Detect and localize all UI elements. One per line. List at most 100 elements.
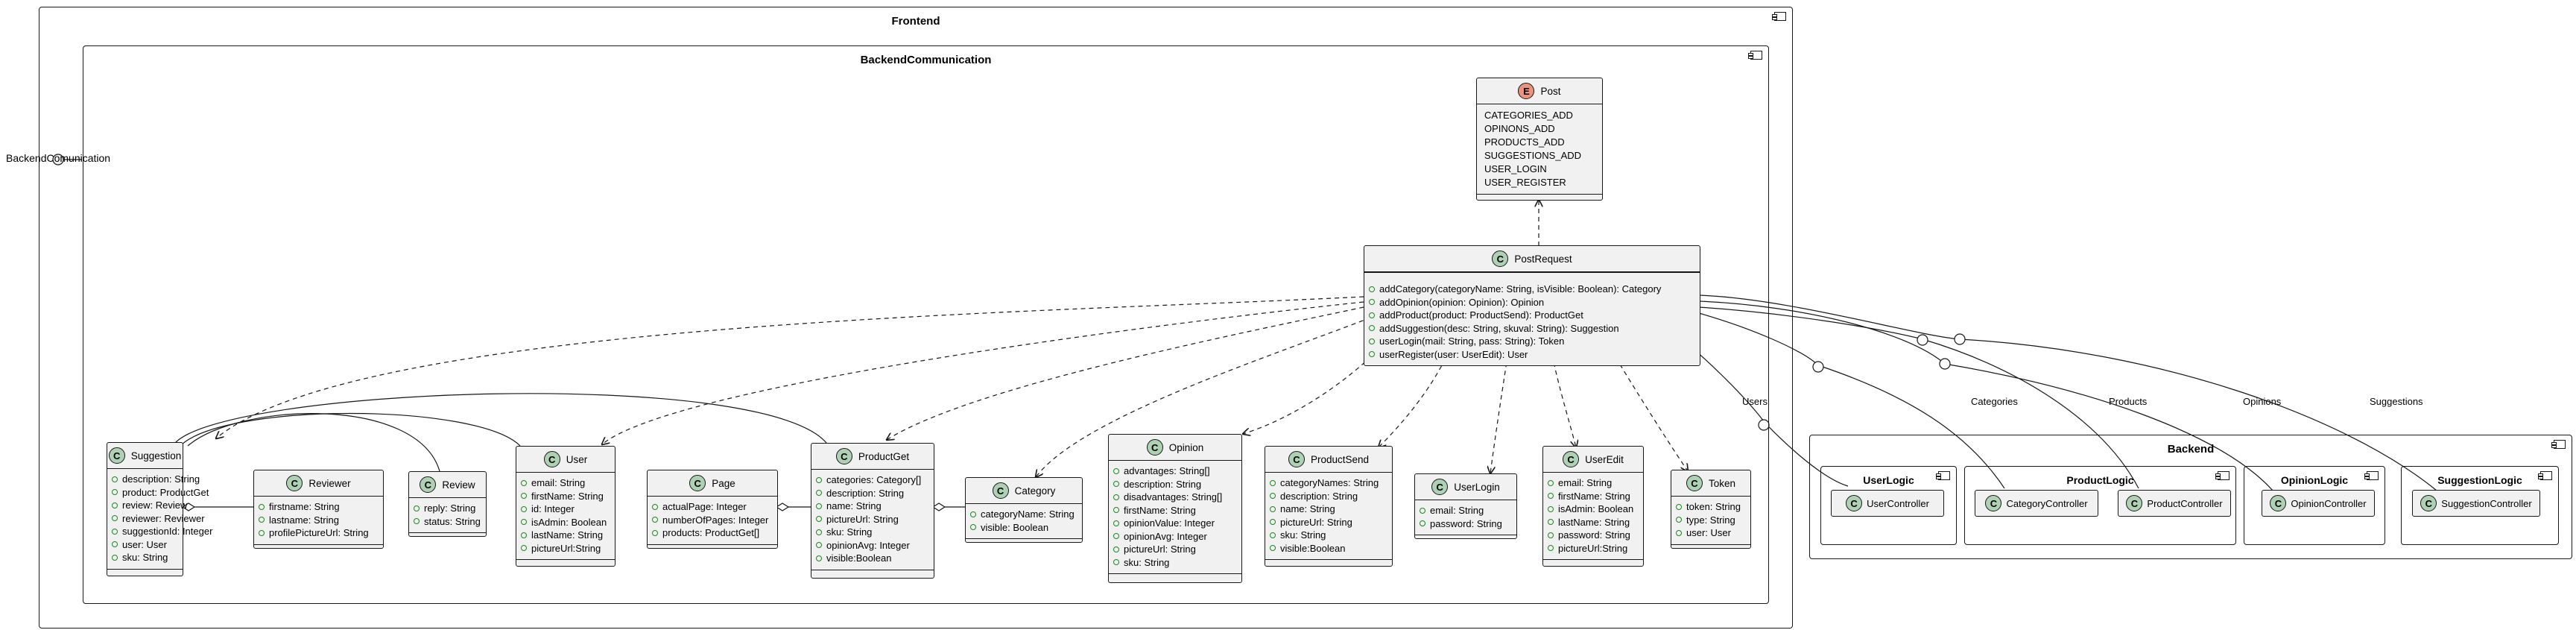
attribute: visible: Boolean <box>970 521 1077 535</box>
package-backend-title: Backend <box>2167 443 2215 456</box>
class-review-footer <box>409 532 486 539</box>
public-visibility-icon <box>1548 532 1554 538</box>
class-reviewer-footer <box>254 544 383 551</box>
attribute: categoryNames: String <box>1270 476 1387 490</box>
attribute-text: firstName: String <box>1558 490 1630 502</box>
public-visibility-icon <box>1270 505 1276 512</box>
aggregation-diamond-category <box>931 503 946 511</box>
class-productsend[interactable]: C ProductSend categoryNames: String desc… <box>1265 446 1393 567</box>
attribute-text: visible: Boolean <box>981 521 1049 533</box>
attribute-text: name: String <box>1280 503 1335 514</box>
class-userlogin-header: C UserLogin <box>1415 474 1516 500</box>
class-token[interactable]: C Token token: String type: String user:… <box>1671 470 1751 549</box>
public-visibility-icon <box>1113 533 1119 540</box>
attribute-text: password: String <box>1430 517 1502 529</box>
interface-label: BackendComunication <box>6 152 111 164</box>
attribute: type: String <box>1676 514 1746 527</box>
attribute: pictureUrl: String <box>816 513 929 526</box>
public-visibility-icon <box>112 515 118 522</box>
package-opinionlogic: OpinionLogic <box>2244 466 2385 545</box>
class-token-name: Token <box>1708 477 1736 489</box>
public-visibility-icon <box>1548 479 1554 486</box>
public-visibility-icon <box>1548 493 1554 500</box>
component-user-controller[interactable]: C UserController <box>1831 490 1944 517</box>
class-user-attrs: email: String firstName: String id: Inte… <box>516 473 615 559</box>
method: addCategory(categoryName: String, isVisi… <box>1369 283 1695 296</box>
class-reviewer[interactable]: C Reviewer firstname: String lastname: S… <box>253 470 384 549</box>
class-suggestion-footer <box>107 568 183 576</box>
attribute-text: email: String <box>1558 477 1613 488</box>
attribute-text: opinionAvg: Integer <box>1124 530 1207 542</box>
enum-value: OPINONS_ADD <box>1484 123 1555 134</box>
attribute-text: reviewer: Reviewer <box>122 512 205 524</box>
public-visibility-icon <box>259 529 265 536</box>
public-visibility-icon <box>521 545 527 552</box>
component-suggestion-controller[interactable]: C SuggestionController <box>2412 490 2540 517</box>
attribute: name: String <box>1270 503 1387 516</box>
class-suggestion[interactable]: C Suggestion description: String product… <box>107 442 212 576</box>
component-product-controller[interactable]: C ProductController <box>2118 490 2231 517</box>
attribute: categories: Category[] <box>816 473 929 487</box>
attribute-text: review: Review <box>122 500 188 511</box>
class-userlogin-footer <box>1415 535 1516 541</box>
component-category-controller[interactable]: C CategoryController <box>1975 490 2098 517</box>
attribute-text: email: String <box>531 477 586 488</box>
public-visibility-icon <box>1369 338 1375 344</box>
class-useredit[interactable]: C UserEdit email: String firstName: Stri… <box>1542 446 1644 567</box>
public-visibility-icon <box>1113 507 1119 514</box>
attribute-text: firstName: String <box>531 490 604 502</box>
class-token-header: C Token <box>1671 470 1750 497</box>
enum-badge-icon: E <box>1518 83 1535 99</box>
enum-value: SUGGESTIONS_ADD <box>1484 150 1582 161</box>
attribute: pictureUrl:String <box>521 542 610 555</box>
class-opinion[interactable]: C Opinion advantages: String[] descripti… <box>1108 434 1242 583</box>
public-visibility-icon <box>1369 286 1375 292</box>
class-postrequest[interactable]: C PostRequest addCategory(categoryName: … <box>1364 245 1700 366</box>
class-productget[interactable]: C ProductGet categories: Category[] desc… <box>811 443 934 579</box>
class-category-attrs: categoryName: String visible: Boolean <box>966 504 1082 538</box>
class-user[interactable]: C User email: String firstName: String i… <box>516 446 615 567</box>
attribute: description: String <box>1270 490 1387 503</box>
class-userlogin[interactable]: C UserLogin email: String password: Stri… <box>1414 473 1517 539</box>
public-visibility-icon <box>970 511 976 517</box>
class-review[interactable]: C Review reply: String status: String <box>408 471 487 537</box>
class-badge-icon: C <box>286 475 303 491</box>
class-category-footer <box>966 538 1082 545</box>
public-visibility-icon <box>1270 532 1276 538</box>
public-visibility-icon <box>816 476 822 483</box>
enum-value: PRODUCTS_ADD <box>1484 136 1565 148</box>
class-postrequest-methods: addCategory(categoryName: String, isVisi… <box>1364 279 1700 365</box>
public-visibility-icon <box>1548 505 1554 512</box>
class-productsend-attrs: categoryNames: String description: Strin… <box>1265 473 1392 559</box>
attribute: password: String <box>1548 529 1639 542</box>
enum-post[interactable]: E Post CATEGORIES_ADD OPINONS_ADD PRODUC… <box>1476 78 1603 201</box>
class-badge-icon: C <box>1563 451 1580 467</box>
attribute-text: sku: String <box>1124 556 1170 568</box>
package-userlogic-title: UserLogic <box>1863 474 1914 486</box>
attribute-text: sku: String <box>1280 529 1326 541</box>
component-icon <box>1936 471 1950 480</box>
attribute: email: String <box>1420 504 1512 517</box>
attribute-text: pictureUrl:String <box>1558 542 1628 554</box>
component-opinion-controller-name: OpinionController <box>2291 497 2367 509</box>
attribute: firstname: String <box>259 500 379 514</box>
class-category[interactable]: C Category categoryName: String visible:… <box>965 477 1083 543</box>
class-productget-name: ProductGet <box>858 450 910 462</box>
edge-postrequest-category <box>1036 314 1379 477</box>
class-productget-header: C ProductGet <box>811 444 934 470</box>
class-page[interactable]: C Page actualPage: Integer numberOfPages… <box>647 470 778 549</box>
socket-categories <box>1812 361 1824 373</box>
class-page-name: Page <box>712 477 735 489</box>
public-visibility-icon <box>112 541 118 548</box>
attribute-text: sku: String <box>122 552 168 563</box>
class-token-attrs: token: String type: String user: User <box>1671 497 1750 544</box>
component-icon <box>2364 471 2379 480</box>
attribute: email: String <box>521 476 610 490</box>
public-visibility-icon <box>1270 519 1276 526</box>
attribute: firstName: String <box>521 490 610 503</box>
attribute: lastname: String <box>259 514 379 527</box>
public-visibility-icon <box>652 529 658 536</box>
attribute-text: lastName: String <box>531 529 604 541</box>
component-opinion-controller[interactable]: C OpinionController <box>2262 490 2375 517</box>
